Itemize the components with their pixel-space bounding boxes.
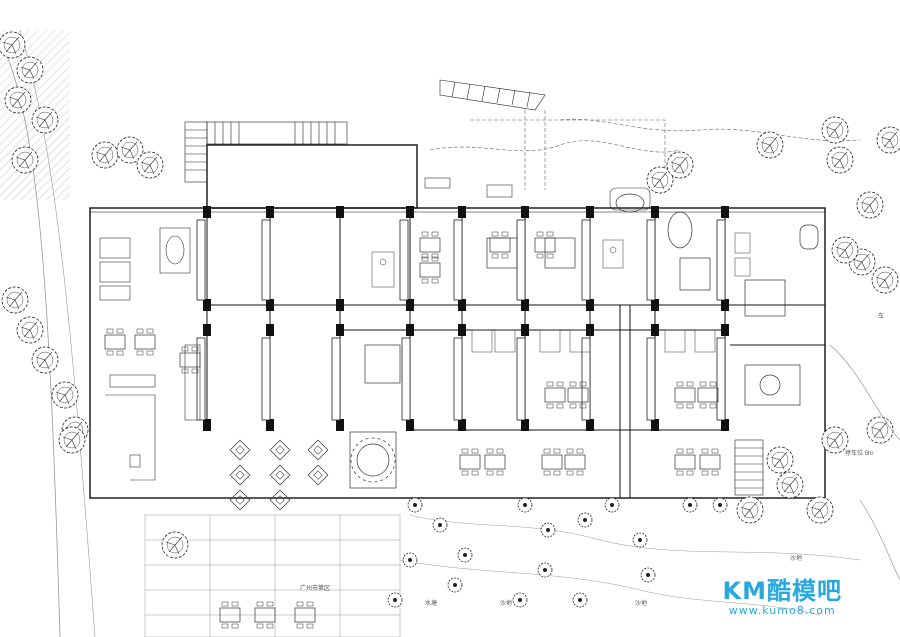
north-terrace bbox=[429, 110, 861, 190]
lobby-tables bbox=[104, 328, 329, 511]
building bbox=[89, 144, 826, 499]
label-district: 广州市第区 bbox=[300, 584, 330, 592]
south-paving bbox=[144, 514, 861, 637]
north-stairs bbox=[184, 79, 546, 183]
label-right-side: 车 bbox=[878, 312, 884, 320]
east-stairs bbox=[734, 439, 764, 496]
watermark-logo: KM酷模吧 bbox=[722, 577, 842, 605]
south-trees bbox=[58, 426, 728, 608]
partitions bbox=[206, 212, 825, 498]
round-dining-table bbox=[349, 431, 397, 489]
label-sand-a: 沙地 bbox=[500, 599, 512, 607]
private-room-tables bbox=[419, 231, 721, 476]
north-exterior-items bbox=[424, 177, 651, 211]
label-right-lower: 停车位 5hr bbox=[845, 449, 873, 457]
wall-panels bbox=[196, 219, 726, 421]
south-east-trees bbox=[736, 416, 894, 524]
guest-room-beds bbox=[364, 193, 819, 406]
west-trees bbox=[0, 31, 164, 444]
label-sand-b: 沙地 bbox=[635, 599, 647, 607]
label-sand-c: 沙地 bbox=[790, 554, 802, 562]
label-pond: 水塘 bbox=[425, 599, 437, 607]
plan-labels: 车 停车位 5hr 水塘 沙地 沙地 沙地 广州市第区 bbox=[300, 312, 884, 607]
bathroom-fixtures bbox=[371, 232, 751, 353]
watermark: KM酷模吧 www.kumo8.com bbox=[723, 578, 842, 617]
watermark-url: www.kumo8.com bbox=[728, 604, 836, 617]
north-east-trees bbox=[646, 116, 900, 294]
lobby-furniture bbox=[99, 227, 201, 481]
